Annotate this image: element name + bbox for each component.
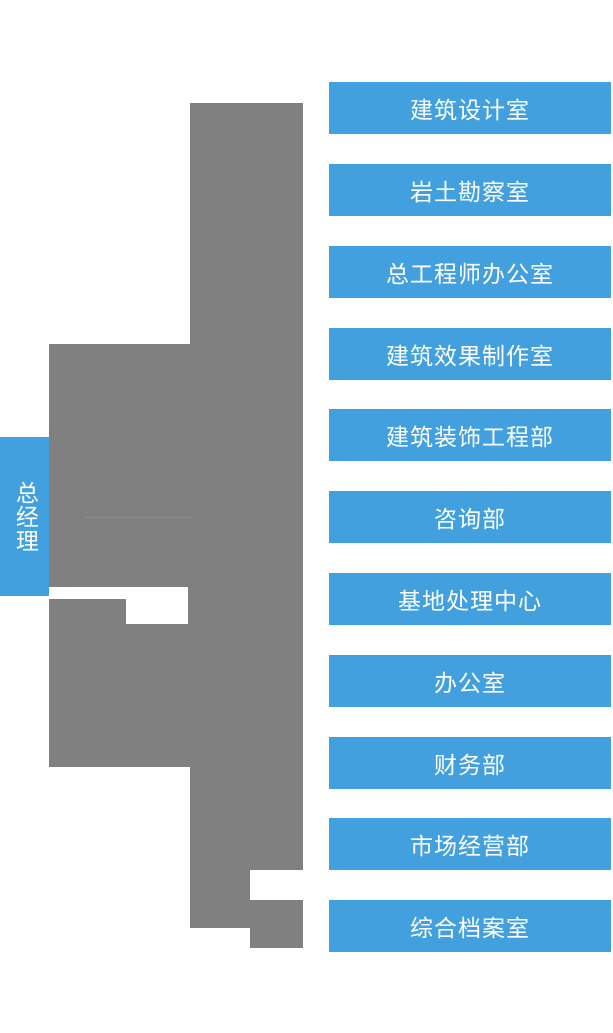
org-node-department-4-label: 建筑效果制作室 <box>386 343 554 369</box>
org-node-department-1[interactable]: 建筑设计室 <box>329 82 611 134</box>
org-node-department-3[interactable]: 总工程师办公室 <box>329 246 611 298</box>
connector-segment-top-stem <box>190 103 303 344</box>
org-node-department-2[interactable]: 岩土勘察室 <box>329 164 611 216</box>
org-node-department-8-label: 办公室 <box>434 670 506 696</box>
connector-notch-box <box>126 587 188 624</box>
org-node-department-6[interactable]: 咨询部 <box>329 491 611 543</box>
org-node-department-9-label: 财务部 <box>434 752 506 778</box>
org-node-root[interactable]: 总经理 <box>0 437 49 596</box>
org-node-department-10[interactable]: 市场经营部 <box>329 818 611 870</box>
org-node-department-1-label: 建筑设计室 <box>410 97 530 123</box>
org-node-department-10-label: 市场经营部 <box>410 833 530 859</box>
org-node-department-6-label: 咨询部 <box>434 506 506 532</box>
org-node-department-11[interactable]: 综合档案室 <box>329 900 611 952</box>
org-node-department-3-label: 总工程师办公室 <box>386 261 554 287</box>
org-node-department-8[interactable]: 办公室 <box>329 655 611 707</box>
connector-segment-bottom-tail <box>250 900 303 948</box>
org-node-department-5-label: 建筑装饰工程部 <box>386 424 554 450</box>
connector-segment-bottom-left <box>190 870 250 928</box>
org-node-department-9[interactable]: 财务部 <box>329 737 611 789</box>
connector-hairline <box>85 517 193 518</box>
org-node-department-2-label: 岩土勘察室 <box>410 179 530 205</box>
org-node-department-5[interactable]: 建筑装饰工程部 <box>329 409 611 461</box>
org-node-root-label: 总经理 <box>12 480 39 553</box>
org-node-department-7[interactable]: 基地处理中心 <box>329 573 611 625</box>
org-node-department-11-label: 综合档案室 <box>410 915 530 941</box>
connector-segment-lower-stem <box>190 767 303 870</box>
connector-segment-upper-body <box>49 344 303 767</box>
connector-notch-strip <box>49 587 126 599</box>
org-node-department-7-label: 基地处理中心 <box>398 588 542 614</box>
org-node-department-4[interactable]: 建筑效果制作室 <box>329 328 611 380</box>
